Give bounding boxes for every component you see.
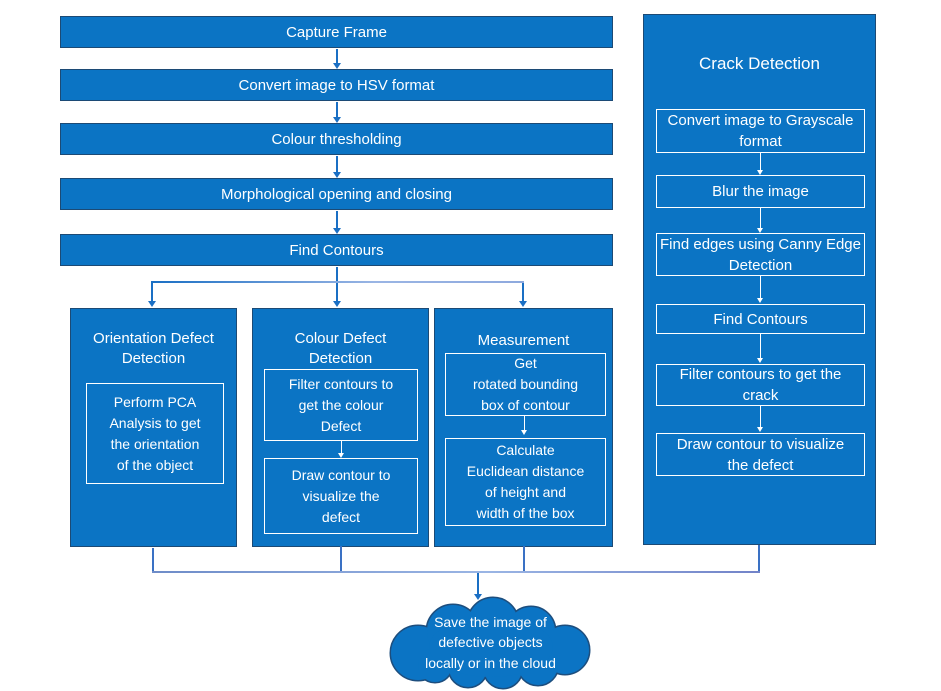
colour-step-filter: Filter contours to get the colour Defect <box>264 369 418 441</box>
arrow-down-icon <box>333 102 341 123</box>
arrow-down-white-icon <box>757 406 763 432</box>
orientation-defect-title: Orientation Defect Detection <box>93 330 214 368</box>
arrow-down-white-icon <box>757 276 763 303</box>
flow-step-find-contours: Find Contours <box>60 234 613 266</box>
arrow-down-icon <box>333 49 341 69</box>
measurement-title: Measurement <box>477 332 570 349</box>
crack-step-canny: Find edges using Canny Edge Detection <box>656 233 865 276</box>
flow-step-capture-frame: Capture Frame <box>60 16 613 48</box>
orientation-defect-box: Orientation Defect Detection Perform PCA… <box>70 308 237 547</box>
crack-step-grayscale: Convert image to Grayscale format <box>656 109 865 153</box>
arrow-down-icon <box>474 573 482 600</box>
arrow-down-white-icon <box>757 153 763 175</box>
connector-line <box>152 548 154 573</box>
measurement-step-euclidean: Calculate Euclidean distance of height a… <box>445 438 606 526</box>
cloud-shape-icon <box>389 596 591 690</box>
flow-step-morphological: Morphological opening and closing <box>60 178 613 210</box>
cloud-label: Save the image of defective objects loca… <box>425 614 556 671</box>
arrow-down-icon <box>333 283 341 307</box>
convergence-line <box>152 571 760 573</box>
colour-defect-box: Colour Defect Detection Filter contours … <box>252 308 429 547</box>
arrow-down-white-icon <box>338 441 344 458</box>
colour-defect-title: Colour Defect Detection <box>294 330 387 368</box>
colour-step-draw: Draw contour to visualize the defect <box>264 458 418 534</box>
arrow-down-white-icon <box>757 334 763 363</box>
flow-step-colour-threshold: Colour thresholding <box>60 123 613 155</box>
crack-step-draw: Draw contour to visualize the defect <box>656 433 865 476</box>
arrow-down-icon <box>148 283 156 307</box>
measurement-box: Measurement Get rotated bounding box of … <box>434 308 613 547</box>
connector-line <box>523 546 525 573</box>
cloud-terminator: Save the image of defective objects loca… <box>373 595 608 690</box>
arrow-down-icon <box>333 211 341 234</box>
connector-line <box>758 545 760 573</box>
measurement-step-bounding-box: Get rotated bounding box of contour <box>445 353 606 416</box>
crack-step-filter: Filter contours to get the crack <box>656 364 865 406</box>
arrow-down-icon <box>333 156 341 178</box>
crack-detection-title: Crack Detection <box>699 54 820 73</box>
branch-stub-line <box>336 267 338 281</box>
arrow-down-white-icon <box>521 416 527 435</box>
flow-step-convert-hsv: Convert image to HSV format <box>60 69 613 101</box>
arrow-down-white-icon <box>757 208 763 233</box>
branch-connector-line <box>151 281 524 283</box>
connector-line <box>340 546 342 573</box>
arrow-down-icon <box>519 283 527 307</box>
crack-detection-box: Crack Detection Convert image to Graysca… <box>643 14 876 545</box>
crack-step-find-contours: Find Contours <box>656 304 865 334</box>
orientation-step-pca: Perform PCA Analysis to get the orientat… <box>86 383 224 484</box>
crack-step-blur: Blur the image <box>656 175 865 208</box>
